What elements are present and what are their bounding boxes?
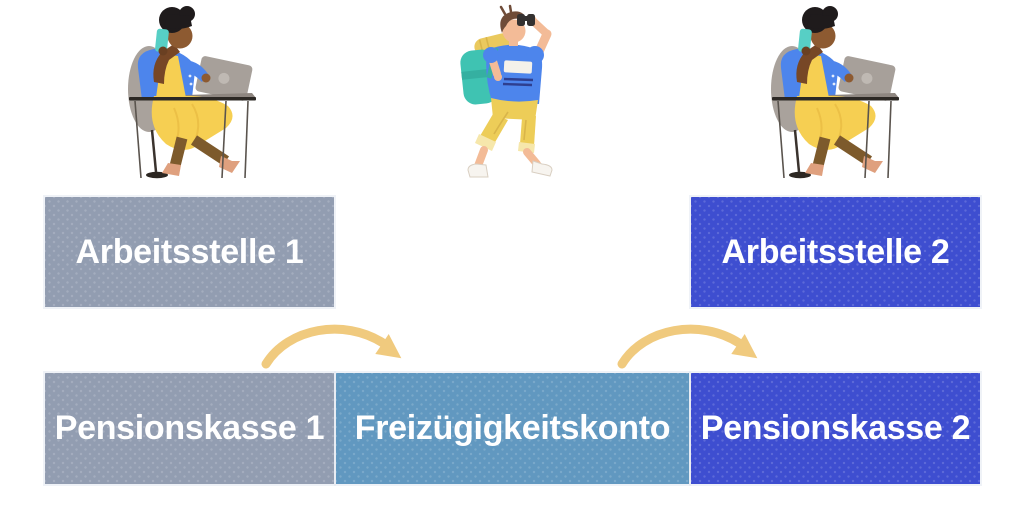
box-arbeitsstelle-1: Arbeitsstelle 1 [45,197,334,307]
box-arbeitsstelle-2-label: Arbeitsstelle 2 [721,232,950,271]
box-arbeitsstelle-2: Arbeitsstelle 2 [691,197,980,307]
box-pensionskasse-1: Pensionskasse 1 [45,373,334,484]
box-pensionskasse-2-label: Pensionskasse 2 [700,409,971,447]
box-arbeitsstelle-1-label: Arbeitsstelle 1 [75,232,304,271]
box-pensionskasse-1-label: Pensionskasse 1 [54,409,325,447]
box-freizuegigkeitskonto: Freizügigkeitskonto [336,373,689,484]
office-worker-illustration-right [745,0,945,185]
hiker-illustration [430,0,610,185]
curved-arrow-right-icon-1 [256,316,411,372]
box-freizuegigkeitskonto-label: Freizügigkeitskonto [354,409,671,447]
office-worker-illustration-left [102,0,302,185]
box-pensionskasse-2: Pensionskasse 2 [691,373,980,484]
curved-arrow-right-icon-2 [612,316,767,372]
